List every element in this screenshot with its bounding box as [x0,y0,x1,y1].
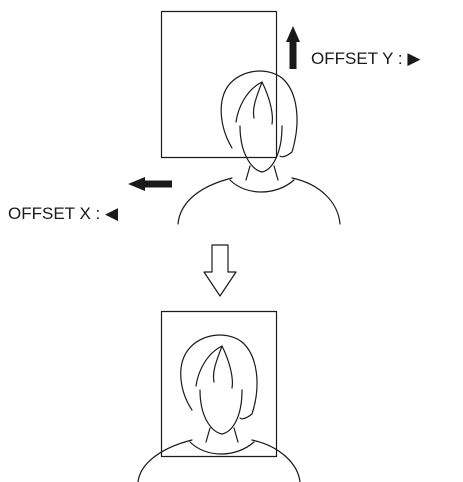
offset-frame [160,10,278,159]
arrow-down-outline-icon [203,244,237,297]
person-before [177,70,341,225]
arrow-left-icon [128,177,172,191]
arrow-up-icon [286,26,300,69]
after-panel [137,310,301,482]
offset-x-label: OFFSET X : ◀ [8,204,119,223]
before-panel [128,10,341,225]
person-after [137,334,301,482]
offset-y-label: OFFSET Y : ▶ [311,49,421,68]
centered-frame [160,310,278,458]
